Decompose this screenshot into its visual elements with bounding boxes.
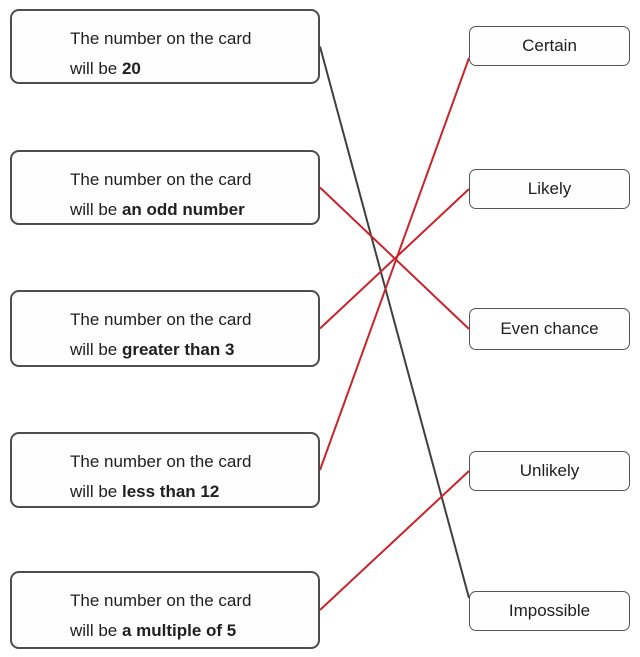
statement-line2-normal: will be bbox=[70, 200, 122, 219]
statement-line2: will be a multiple of 5 bbox=[70, 616, 308, 646]
option-label: Impossible bbox=[508, 601, 591, 620]
statement-line1: The number on the card bbox=[70, 170, 252, 189]
statement-box-odd-number[interactable]: The number on the card will be an odd nu… bbox=[10, 150, 320, 225]
statement-line2: will be 20 bbox=[70, 54, 308, 84]
statement-line2: will be greater than 3 bbox=[70, 335, 308, 365]
statement-box-multiple-of-5[interactable]: The number on the card will be a multipl… bbox=[10, 571, 320, 649]
option-box-unlikely[interactable]: Unlikely bbox=[469, 451, 630, 491]
option-label: Even chance bbox=[500, 319, 599, 338]
statement-line1: The number on the card bbox=[70, 452, 252, 471]
statement-line2-normal: will be bbox=[70, 482, 122, 501]
option-label: Certain bbox=[522, 36, 577, 55]
connection-line bbox=[319, 57, 470, 471]
connection-line bbox=[319, 46, 470, 599]
statement-line1: The number on the card bbox=[70, 591, 252, 610]
statement-line2-normal: will be bbox=[70, 340, 122, 359]
option-label: Unlikely bbox=[519, 461, 580, 480]
statement-box-20[interactable]: The number on the card will be 20 bbox=[10, 9, 320, 84]
option-box-impossible[interactable]: Impossible bbox=[469, 591, 630, 631]
statement-line2-bold: less than 12 bbox=[121, 482, 220, 501]
option-box-likely[interactable]: Likely bbox=[469, 169, 630, 209]
option-label: Likely bbox=[527, 179, 572, 198]
connection-line bbox=[319, 188, 470, 330]
connection-line bbox=[319, 186, 470, 330]
statement-box-greater-than-3[interactable]: The number on the card will be greater t… bbox=[10, 290, 320, 367]
option-box-even-chance[interactable]: Even chance bbox=[469, 308, 630, 350]
option-box-certain[interactable]: Certain bbox=[469, 26, 630, 66]
statement-line1: The number on the card bbox=[70, 29, 252, 48]
statement-line2-bold: 20 bbox=[121, 59, 141, 78]
statement-line2-normal: will be bbox=[70, 621, 122, 640]
statement-line2-bold: a multiple of 5 bbox=[121, 621, 237, 640]
statement-line2-normal: will be bbox=[70, 59, 122, 78]
statement-line1: The number on the card bbox=[70, 310, 252, 329]
statement-line2: will be an odd number bbox=[70, 195, 308, 225]
statement-line2: will be less than 12 bbox=[70, 477, 308, 507]
statement-box-less-than-12[interactable]: The number on the card will be less than… bbox=[10, 432, 320, 508]
statement-line2-bold: an odd number bbox=[121, 200, 245, 219]
statement-line2-bold: greater than 3 bbox=[121, 340, 235, 359]
connection-line bbox=[319, 470, 470, 611]
